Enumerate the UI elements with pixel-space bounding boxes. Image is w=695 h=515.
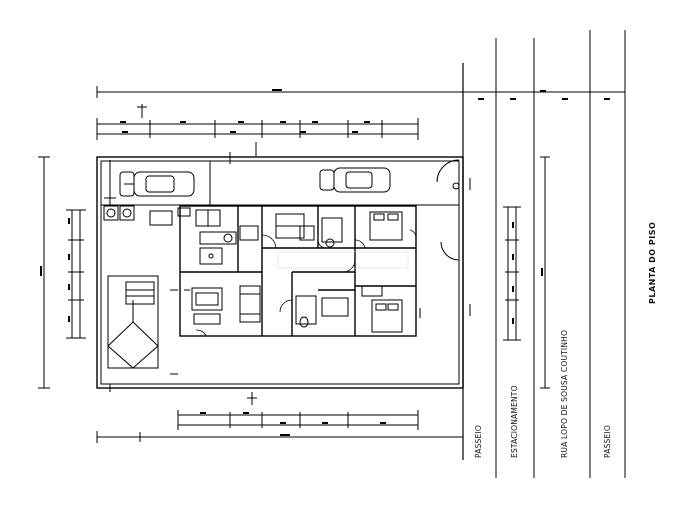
passeio-right-label: PASSEIO xyxy=(603,425,612,458)
car-garage xyxy=(119,171,195,197)
rua-label: RUA LOPO DE SOUSA COUTINHO xyxy=(560,329,569,458)
estacionamento-label: ESTACIONAMENTO xyxy=(510,385,519,458)
left-dimension-lines xyxy=(38,156,86,389)
bedrooms xyxy=(299,211,403,333)
gate xyxy=(436,159,471,316)
door-swings xyxy=(195,229,417,337)
living-dining xyxy=(184,285,261,325)
drawing-title: PLANTA DO PISO xyxy=(648,221,657,304)
kitchen xyxy=(199,225,259,265)
pool xyxy=(107,275,178,375)
top-dimension-lines xyxy=(96,86,626,140)
misc-ticks xyxy=(104,142,421,392)
passeio-left-label: PASSEIO xyxy=(474,425,483,458)
car-front xyxy=(319,167,391,193)
watermark xyxy=(277,251,409,269)
street-lines xyxy=(462,30,626,478)
bathrooms xyxy=(275,213,349,328)
service-area xyxy=(103,205,221,227)
bottom-dimension-lines xyxy=(96,392,464,443)
dimension-text-marks xyxy=(40,89,610,436)
house-walls xyxy=(179,205,417,337)
